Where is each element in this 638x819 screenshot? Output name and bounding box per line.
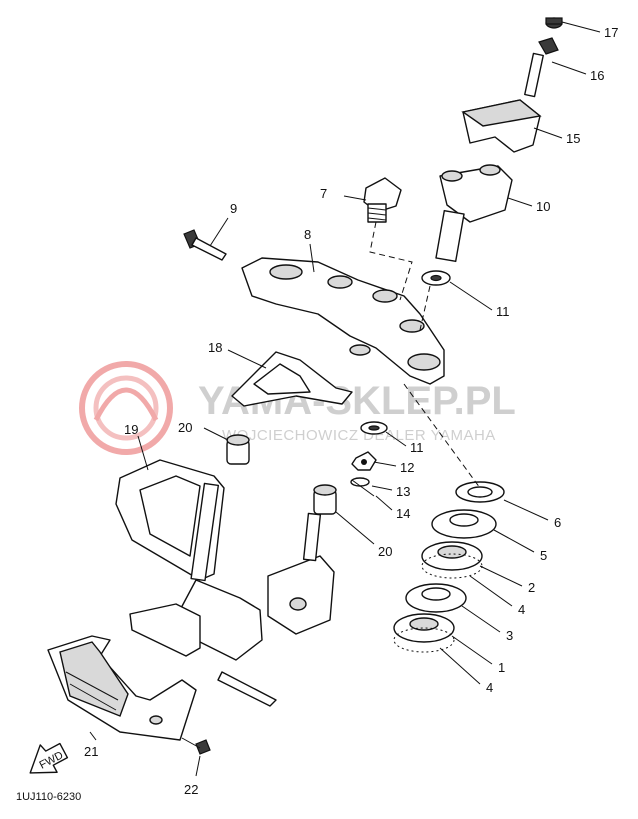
callout-17: 17 (604, 25, 618, 40)
part-20-cap-upper (226, 434, 250, 465)
part-21-guard (47, 635, 197, 741)
callout-4-upper: 4 (518, 602, 525, 617)
assembly-lines (369, 221, 481, 489)
fwd-arrow-icon: FWD (29, 742, 69, 774)
part-22-bolt (181, 737, 211, 755)
diagram-code: 1UJ110-6230 (16, 791, 81, 803)
part-5-cover (431, 509, 497, 539)
callout-10: 10 (536, 199, 550, 214)
callout-4-lower: 4 (486, 680, 493, 695)
part-8-upper-bracket (241, 257, 445, 385)
yamaha-logo-icon (79, 361, 173, 455)
part-3-bearing-race (405, 583, 467, 613)
part-16-bolt (524, 37, 559, 98)
callout-22: 22 (184, 782, 198, 797)
callout-18: 18 (208, 340, 222, 355)
callout-6: 6 (554, 515, 561, 530)
callout-2: 2 (528, 580, 535, 595)
part-14-screw (351, 479, 375, 497)
callout-labels: 17 16 15 10 9 7 8 11 18 20 11 12 13 14 1… (84, 25, 618, 797)
part-19-under-bracket (115, 459, 335, 707)
part-18-bracket (231, 351, 353, 407)
part-17-cap (545, 17, 563, 29)
callout-20-upper: 20 (178, 420, 192, 435)
part-2-bearing-race (421, 541, 483, 579)
callout-5: 5 (540, 548, 547, 563)
part-11-washer-lower (360, 421, 388, 435)
callout-8: 8 (304, 227, 311, 242)
callout-7: 7 (320, 186, 327, 201)
part-9-pinch-bolt (183, 229, 227, 261)
callout-9: 9 (230, 201, 237, 216)
part-12-nut (351, 451, 377, 471)
callout-16: 16 (590, 68, 604, 83)
callout-3: 3 (506, 628, 513, 643)
callout-14: 14 (396, 506, 410, 521)
callout-12: 12 (400, 460, 414, 475)
part-13-lock-washer (350, 477, 370, 487)
part-10-lower-holder (435, 164, 513, 263)
part-7-steering-nut (363, 177, 402, 223)
part-15-upper-holder (461, 99, 542, 153)
callout-11-lower: 11 (410, 440, 424, 455)
part-1-bearing-race (393, 613, 455, 653)
part-11-washer (421, 270, 451, 286)
callout-13: 13 (396, 484, 410, 499)
leader-lines (89, 21, 601, 777)
callout-21: 21 (84, 744, 98, 759)
part-6-ring-nut (455, 481, 505, 503)
callout-15: 15 (566, 131, 580, 146)
part-20-cap-lower (313, 484, 337, 515)
callout-19: 19 (124, 422, 138, 437)
callout-20-lower: 20 (378, 544, 392, 559)
watermark-subtitle: WOJCIECHOWICZ DEALER YAMAHA (222, 427, 496, 444)
callout-1: 1 (498, 660, 505, 675)
callout-11-upper: 11 (496, 304, 510, 319)
